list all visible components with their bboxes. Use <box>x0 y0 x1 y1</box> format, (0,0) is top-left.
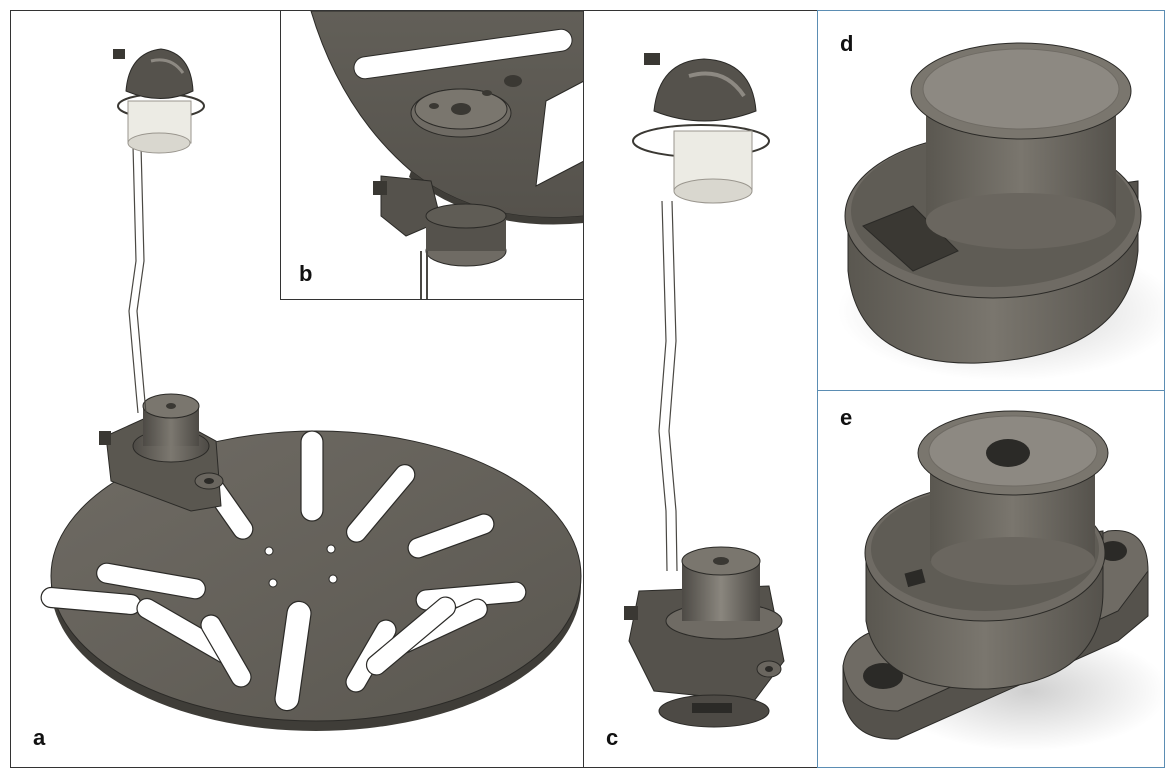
panel-d-render <box>838 42 1164 381</box>
panel-label-a: a <box>33 725 46 750</box>
center-bore <box>986 439 1030 467</box>
top-cap <box>113 48 205 154</box>
under-clamp <box>373 175 507 267</box>
stem <box>128 145 147 414</box>
panel-e-render <box>842 410 1164 751</box>
square-socket <box>904 568 926 588</box>
disc-slot <box>353 28 573 80</box>
panel-b: b <box>280 10 585 300</box>
bottom-mount <box>624 546 785 728</box>
anchor-block <box>99 393 224 512</box>
panel-d: d <box>817 10 1165 392</box>
top-cylinder <box>910 42 1132 249</box>
mount-flange <box>410 75 522 138</box>
panel-c: c <box>583 10 819 768</box>
panel-a-render <box>40 48 582 731</box>
stem <box>658 200 678 572</box>
panel-b-render <box>310 11 584 299</box>
disc-holes <box>264 544 338 588</box>
panel-label-d: d <box>840 31 854 56</box>
panel-label-c: c <box>606 725 619 750</box>
panel-c-render <box>624 53 785 728</box>
panel-e: e <box>817 390 1165 768</box>
panel-label-e: e <box>840 405 853 430</box>
panel-label-b: b <box>299 261 313 286</box>
disc-slot-wedge <box>535 80 584 187</box>
top-cap <box>632 53 770 204</box>
square-socket <box>862 205 959 272</box>
top-cylinder <box>917 410 1109 585</box>
